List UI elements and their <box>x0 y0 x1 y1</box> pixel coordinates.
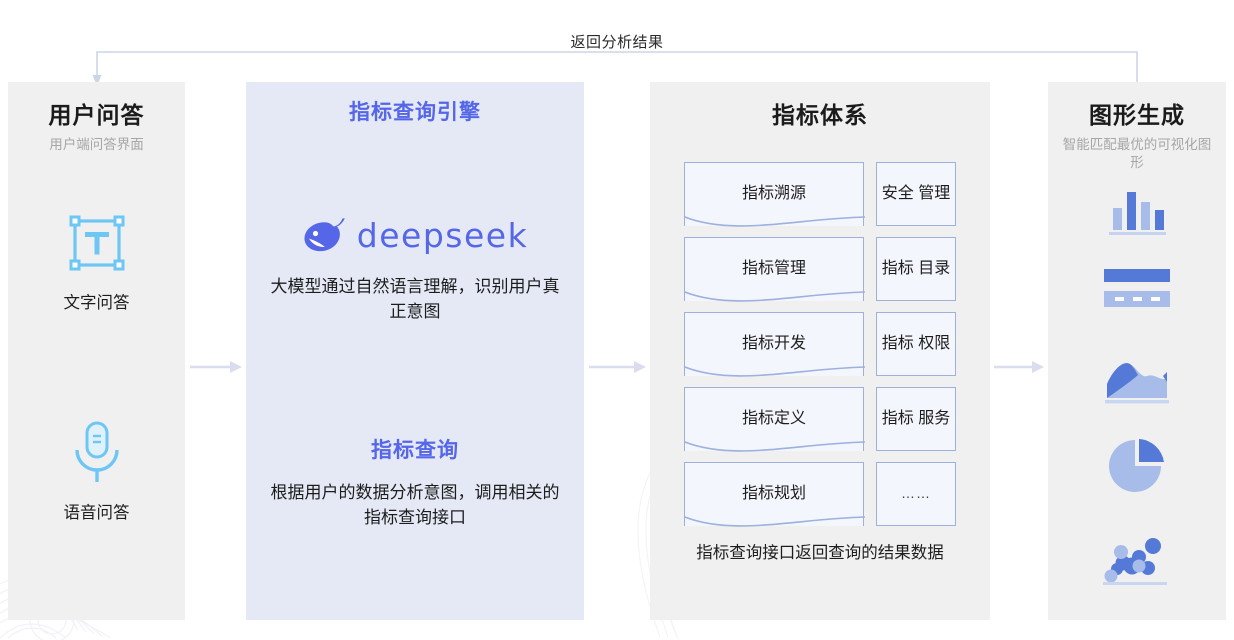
metric-box-small[interactable]: 安全 管理 <box>876 162 956 226</box>
wave-edge-icon <box>684 366 866 377</box>
wave-edge-icon <box>684 441 866 452</box>
metric-row: 指标定义 指标 服务 <box>684 387 956 452</box>
metric-box-small[interactable]: 指标 服务 <box>876 387 956 451</box>
item-label-voice-qa: 语音问答 <box>63 504 130 522</box>
metric-box-small[interactable]: 指标 目录 <box>876 237 956 301</box>
pie-chart-icon[interactable] <box>1048 437 1226 495</box>
metric-box-wide[interactable]: 指标定义 <box>684 387 866 452</box>
arrow-right-icon-1 <box>190 361 242 373</box>
metric-box-wide[interactable]: 指标开发 <box>684 312 866 377</box>
item-voice-qa[interactable]: 语音问答 <box>8 417 185 523</box>
metric-box-small[interactable]: 指标 权限 <box>876 312 956 376</box>
wave-edge-icon <box>684 291 866 302</box>
panel-metric-system: 指标体系 指标溯源 安全 管理 指标管理 <box>650 82 990 620</box>
metric-row: 指标管理 指标 目录 <box>684 237 956 302</box>
metric-box-wide[interactable]: 指标规划 <box>684 462 866 527</box>
arrow-right-icon-3 <box>994 361 1044 373</box>
metric-query-description: 根据用户的数据分析意图，调用相关的指标查询接口 <box>270 483 560 528</box>
metric-box-small-label: …… <box>901 485 931 502</box>
microphone-icon <box>8 417 185 489</box>
scatter-chart-icon[interactable] <box>1048 532 1226 586</box>
arrow-right-icon-2 <box>589 361 646 373</box>
return-flow-label: 返回分析结果 <box>570 34 664 51</box>
table-bar-icon[interactable] <box>1048 267 1226 311</box>
deepseek-description: 大模型通过自然语言理解，识别用户真正意图 <box>270 277 560 322</box>
metric-box-label: 指标定义 <box>741 410 806 427</box>
metric-row: 指标规划 …… <box>684 462 956 527</box>
bar-chart-icon[interactable] <box>1048 182 1226 236</box>
metric-box-label: 指标开发 <box>741 335 806 352</box>
metric-box-small-label: 指标 服务 <box>881 410 951 428</box>
metric-box-label: 指标规划 <box>741 485 806 502</box>
panel-user-qa: 用户问答 用户端问答界面 <box>8 82 185 620</box>
panel-metric-query-engine: 指标查询引擎 deepseek 大模型通过自然语言理解，识别用户真正意图 指标查… <box>246 82 584 620</box>
metric-box-small-label: 指标 目录 <box>881 260 951 278</box>
panel-title-metric-query-engine: 指标查询引擎 <box>349 101 481 124</box>
metric-system-caption: 指标查询接口返回查询的结果数据 <box>696 544 944 562</box>
text-box-icon <box>8 207 185 279</box>
panel-title-user-qa: 用户问答 <box>48 102 145 128</box>
panel-chart-generation: 图形生成 智能匹配最优的可视化图形 <box>1048 82 1226 620</box>
return-arrow-icon <box>92 51 1138 88</box>
panel-subtitle-chart-generation: 智能匹配最优的可视化图形 <box>1062 137 1212 171</box>
deepseek-wordmark: deepseek <box>356 215 529 255</box>
panel-title-chart-generation: 图形生成 <box>1089 102 1185 128</box>
panel-title-metric-system: 指标体系 <box>772 102 868 128</box>
wave-edge-icon <box>684 216 866 227</box>
metric-box-grid: 指标溯源 安全 管理 指标管理 指标 目录 <box>684 162 956 537</box>
metric-query-heading: 指标查询 <box>371 439 459 462</box>
metric-box-wide[interactable]: 指标管理 <box>684 237 866 302</box>
metric-row: 指标开发 指标 权限 <box>684 312 956 377</box>
deepseek-whale-icon <box>304 218 345 252</box>
wave-edge-icon <box>684 516 866 527</box>
metric-row: 指标溯源 安全 管理 <box>684 162 956 227</box>
metric-box-wide[interactable]: 指标溯源 <box>684 162 866 227</box>
block-metric-query: 指标查询 根据用户的数据分析意图，调用相关的指标查询接口 <box>246 434 584 530</box>
area-chart-icon[interactable] <box>1048 352 1226 406</box>
metric-box-small-label: 指标 权限 <box>881 335 951 353</box>
item-label-text-qa: 文字问答 <box>63 294 130 312</box>
metric-box-small-more[interactable]: …… <box>876 462 956 526</box>
metric-box-label: 指标溯源 <box>741 185 806 202</box>
metric-box-small-label: 安全 管理 <box>881 185 951 203</box>
metric-box-label: 指标管理 <box>741 260 806 277</box>
panel-subtitle-user-qa: 用户端问答界面 <box>49 137 144 152</box>
item-text-qa[interactable]: 文字问答 <box>8 207 185 313</box>
block-deepseek: deepseek 大模型通过自然语言理解，识别用户真正意图 <box>246 212 584 324</box>
